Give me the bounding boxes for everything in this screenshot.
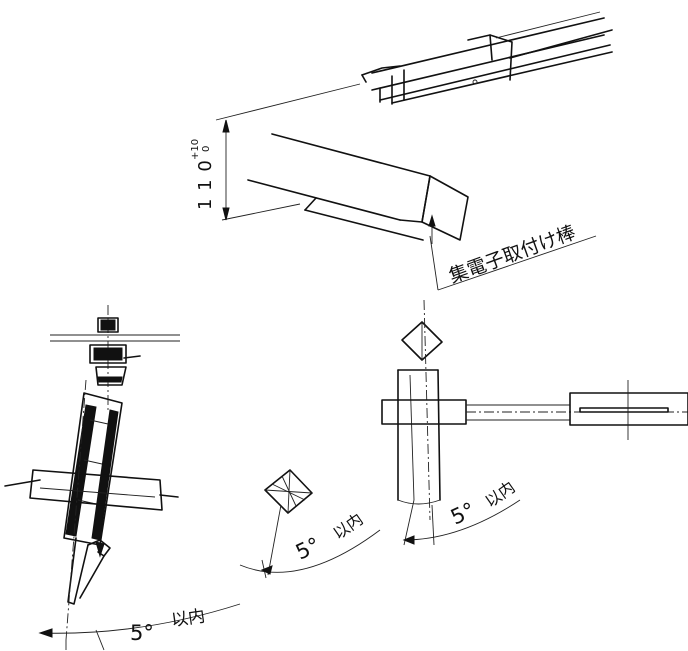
right-angle-limit: 以内 xyxy=(481,477,518,511)
right-top-view xyxy=(381,299,688,546)
collector-rod-label: 集電子取付け棒 xyxy=(446,222,579,288)
dimension-lines xyxy=(215,83,361,221)
dimension-value: 1 1 0 xyxy=(195,159,216,210)
middle-angle-degree: 5° xyxy=(292,533,324,565)
dimension-tolerance-lower: 0 xyxy=(201,146,212,152)
rail-assembly xyxy=(361,11,613,105)
middle-angle-limit: 以内 xyxy=(329,509,366,543)
collector-rod xyxy=(247,133,469,241)
middle-square-detail xyxy=(239,469,381,579)
left-side-view xyxy=(4,305,241,651)
leader-line xyxy=(428,214,597,291)
left-angle-limit: 以内 xyxy=(170,606,206,631)
left-angle-degree: 5° xyxy=(130,621,154,645)
dimension-tolerance-upper: +10 xyxy=(190,139,201,160)
